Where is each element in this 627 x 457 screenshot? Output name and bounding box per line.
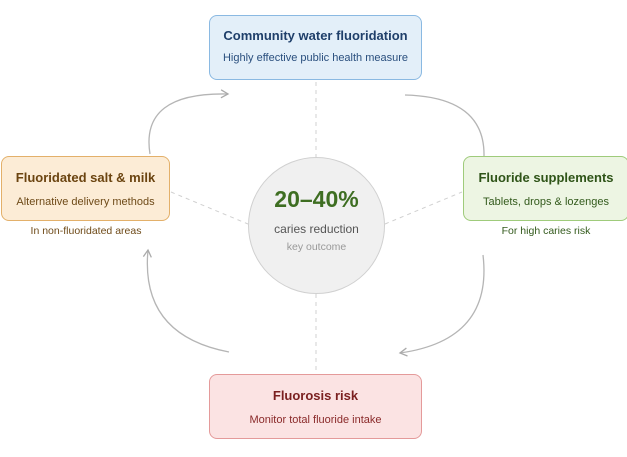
center-label: caries reduction <box>274 222 359 236</box>
node-fluoridated-salt-milk: Fluoridated salt & milk Alternative deli… <box>1 156 170 221</box>
node-title: Community water fluoridation <box>223 28 408 43</box>
node-title: Fluoridated salt & milk <box>15 170 156 185</box>
node-fluorosis-risk: Fluorosis risk Monitor total fluoride in… <box>209 374 422 439</box>
node-note-left: In non-fluoridated areas <box>30 225 142 237</box>
arrow-top-to-right <box>404 94 485 157</box>
arrow-bottom-to-left <box>142 248 230 353</box>
node-subtitle: Highly effective public health measure <box>222 52 409 64</box>
node-title: Fluoride supplements <box>478 170 614 185</box>
node-community-water-fluoridation: Community water fluoridation Highly effe… <box>209 15 422 80</box>
arrow-right-to-bottom <box>398 254 485 357</box>
arrow-left-to-top <box>148 89 230 155</box>
center-sublabel: key outcome <box>286 241 347 253</box>
center-outcome-circle: 20–40% caries reduction key outcome <box>248 157 385 294</box>
spoke-left <box>170 191 249 225</box>
node-fluoride-supplements: Fluoride supplements Tablets, drops & lo… <box>463 156 627 221</box>
node-subtitle: Monitor total fluoride intake <box>249 414 382 426</box>
node-subtitle: Tablets, drops & lozenges <box>483 196 609 208</box>
node-subtitle: Alternative delivery methods <box>16 196 155 208</box>
spoke-right <box>384 191 463 225</box>
node-note-right: For high caries risk <box>501 225 591 237</box>
center-value: 20–40% <box>274 186 359 212</box>
node-title: Fluorosis risk <box>272 388 359 403</box>
